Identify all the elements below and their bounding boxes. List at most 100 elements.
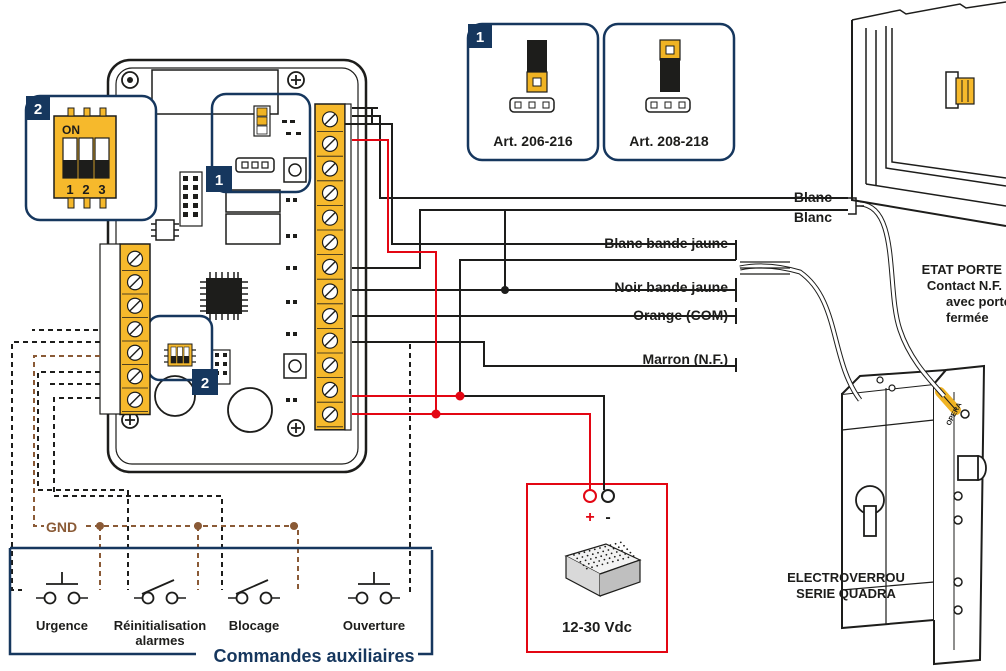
badge-1-text: 1: [476, 29, 484, 46]
badge-2-text: 2: [201, 375, 209, 392]
wire-label-blanc-1: Blanc: [794, 189, 832, 205]
aux-commands-title: Commandes auxiliaires: [213, 646, 414, 666]
psu-terminal-minus: [601, 489, 615, 503]
dip-number-2: 2: [82, 182, 89, 197]
push-button-switch-icon: [36, 572, 88, 605]
dip-on-label: ON: [62, 123, 80, 137]
terminal-screw-icon: [321, 185, 339, 202]
psu-minus-label: -: [605, 509, 610, 526]
aux-button-label: Ouverture: [343, 618, 405, 633]
aux-button-4: Ouverture: [343, 572, 405, 633]
etat-porte-line-4: fermée: [946, 310, 989, 325]
terminal-screw-icon: [321, 234, 339, 251]
jumper-icon: [509, 40, 555, 113]
lock-title: ELECTROVERROU SERIE QUADRA: [787, 570, 905, 601]
switch-contact-icon: [228, 579, 280, 605]
jumper-option-label: Art. 206-216: [493, 133, 573, 149]
control-board: [106, 58, 368, 474]
terminal-screw-icon: [126, 368, 144, 385]
dip-switch-callout: 2 ON 1 2 3: [24, 94, 158, 222]
lock-title-line-1: ELECTROVERROU: [787, 570, 905, 585]
etat-porte-line-1: ETAT PORTE: [922, 262, 1003, 277]
terminal-screw-icon: [321, 111, 339, 128]
wire-label-blanc-2: Blanc: [794, 209, 832, 225]
power-supply-unit-icon: [564, 541, 642, 597]
terminal-screw-icon: [321, 406, 339, 423]
jumper-option-206-216: 1 Art. 206-216: [466, 22, 600, 162]
wire-label-noir-bande-jaune: Noir bande jaune: [614, 279, 728, 295]
lock-cable: [739, 261, 863, 402]
cylinder-hole-icon: [855, 485, 885, 537]
board-dip-switch: [164, 343, 196, 367]
terminal-screw-icon: [126, 321, 144, 338]
switch-contact-icon: [134, 579, 186, 605]
push-button-icon: [283, 353, 307, 379]
smd-components: [282, 120, 301, 402]
aux-button-label: Réinitialisation: [114, 618, 207, 633]
door-lock-small-icon: [945, 71, 975, 109]
sensor-cable: [848, 197, 946, 398]
gnd-label: GND: [46, 519, 77, 535]
terminal-screw-icon: [321, 160, 339, 177]
door-frame-illustration: [851, 1, 1006, 227]
terminal-screw-icon: [321, 135, 339, 152]
aux-commands-box: Commandes auxiliaires: [8, 546, 434, 666]
jumper-option-label: Art. 208-218: [629, 133, 709, 149]
terminal-screw-icon: [321, 308, 339, 325]
terminal-screw-icon: [321, 357, 339, 374]
capacitor-icon: [227, 387, 273, 433]
terminal-screw-icon: [126, 344, 144, 361]
lock-screw-icons: [953, 409, 970, 615]
wire-labels: Blanc Blanc Blanc bande jaune Noir bande…: [604, 189, 832, 367]
mount-hole-icon: [127, 77, 133, 83]
microcontroller-chip: [200, 272, 248, 320]
lock-title-line-2: SERIE QUADRA: [796, 586, 896, 601]
terminal-block-left: [99, 243, 151, 416]
push-button-switch-icon: [348, 572, 400, 605]
badge-1-board: 1: [206, 166, 232, 192]
small-chip: [151, 219, 179, 241]
aux-button-1: Urgence: [36, 572, 88, 633]
terminal-screw-icon: [321, 258, 339, 275]
terminal-screw-icon: [321, 283, 339, 300]
terminal-block-right: [314, 103, 352, 431]
mount-hole-icon: [121, 71, 139, 89]
dip-number-3: 3: [98, 182, 105, 197]
jumper-option-208-218: Art. 208-218: [602, 22, 736, 162]
wire-junctions: [431, 286, 509, 419]
psu-terminal-plus: [583, 489, 597, 503]
etat-porte-line-3: avec porte: [946, 294, 1006, 309]
terminal-screw-icon: [321, 332, 339, 349]
screw-icon: [287, 71, 305, 89]
aux-command-wires: [11, 329, 411, 592]
terminal-screw-icon: [126, 391, 144, 408]
terminal-screw-icon: [321, 381, 339, 398]
badge-2-text: 2: [34, 101, 42, 118]
lock-bolt-icon: [957, 455, 987, 481]
board-header-icon: [235, 157, 275, 173]
power-supply-box: + - 12-30 Vdc: [526, 483, 668, 653]
etat-porte-label: ETAT PORTE Contact N.F. avec porte fermé…: [922, 262, 1006, 325]
wire-label-blanc-bande-jaune: Blanc bande jaune: [604, 235, 728, 251]
aux-button-3: Blocage: [228, 579, 280, 633]
pin-header: [179, 171, 203, 227]
board-jumper-icon: [253, 105, 271, 137]
gnd-junctions: [96, 522, 298, 530]
psu-plus-label: +: [585, 509, 594, 526]
badge-1-text: 1: [215, 172, 223, 189]
buzzer-icon: [154, 375, 196, 417]
psu-voltage-label: 12-30 Vdc: [562, 619, 632, 636]
push-button-icon: [283, 157, 307, 183]
aux-button-label: Blocage: [229, 618, 280, 633]
wires: [345, 107, 848, 490]
jumper-icon: [645, 39, 691, 113]
terminal-screw-icon: [321, 209, 339, 226]
dip-number-1: 1: [66, 182, 73, 197]
etat-porte-line-2: Contact N.F.: [927, 278, 1002, 293]
terminal-screw-icon: [126, 274, 144, 291]
screw-icon: [287, 419, 305, 437]
wire-label-orange-com: Orange (COM): [633, 307, 728, 323]
